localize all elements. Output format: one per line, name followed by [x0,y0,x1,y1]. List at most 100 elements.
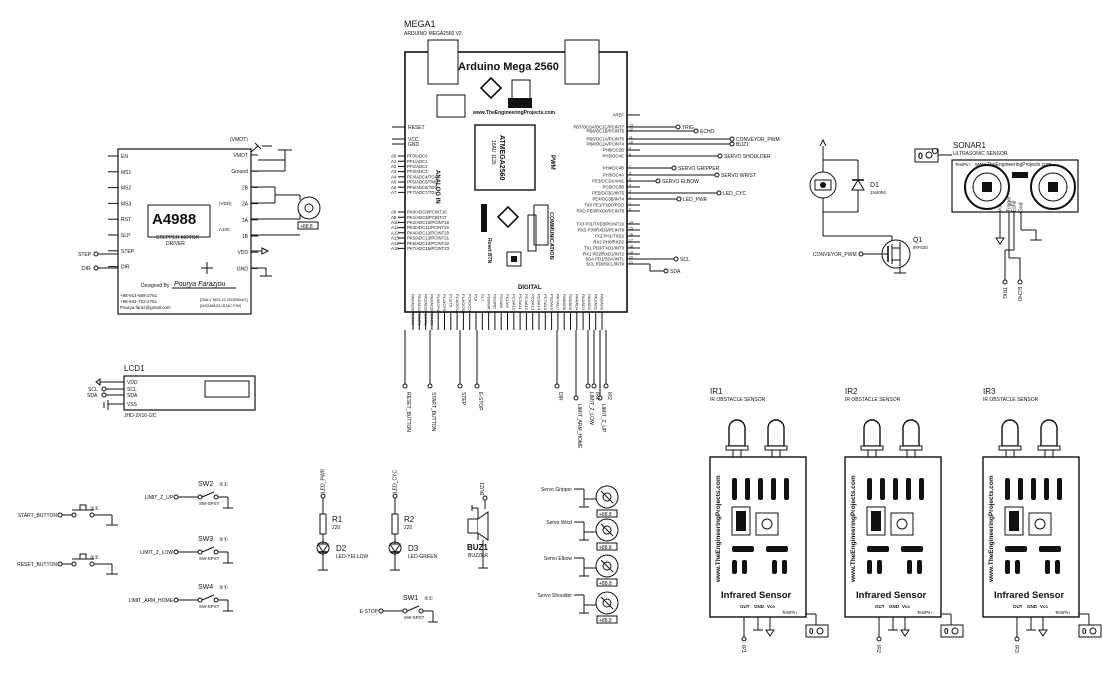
analog-pin-number: A11 [391,225,399,230]
driver-right-pin-label: 1A [242,218,249,224]
mega-right-pin-label: PB5/OC1A/PCINT5 [587,137,625,142]
mega-right-pin-number: 6 [629,172,631,176]
buzzer[interactable]: BUZ1 BUZ1 BUZZER [467,482,489,569]
ir-chip-core [1009,511,1019,531]
analog-pin-label: PF0/ADC0 [407,154,428,159]
mega-right-pin-number: 21 [629,261,633,265]
button-contact [71,561,77,567]
designer-phone-2: +98-531-702-2761 [120,299,158,304]
ir-out-terminal [1014,636,1020,642]
mega-right-pin-number: 15 [629,227,633,231]
servo-horn [600,523,614,537]
ir-testpin-value: 0 [809,627,814,636]
driver-a100: A100 [219,227,230,232]
ir-led-icon [863,419,881,447]
resistor-value: 220 [332,525,341,531]
switch-contact [402,608,408,614]
button-contact [89,512,95,518]
net-label-step: STEP [460,392,466,406]
mega-bottom-pin-label: PC7/A15 [543,294,548,311]
diode-part: 1N4004 [870,190,886,195]
switch-part: SW-SPST [199,604,220,609]
mega-bottom-pin-label: PL4/OC5B [461,294,466,313]
mega-bottom-pin-label: PG2/ALE [549,294,554,311]
ir-led-base [725,445,749,451]
usb-jack [427,39,459,85]
analog-pin-number: A13 [391,236,399,241]
servo-3[interactable]: Servo Elbow+88.8 [544,554,619,587]
servo-4[interactable]: Servo Shoulder+88.8 [538,591,619,624]
analog-pin-number: A0 [391,154,397,159]
sonar-pin-label: Echo [1012,200,1018,212]
ir-pad [893,478,898,500]
mega-bottom-net-labels: RESET_BUTTON START_BUTTON STEP E-STOP DI… [405,392,612,449]
button-net-terminal [57,561,63,567]
switch-pin-numbers: ②① [219,482,228,488]
mega-bottom-pin-label: PC1/A9 [505,294,510,309]
driver-right-pin-label: VDD [237,250,248,256]
mega-right-pin-label: PH6/OC2B [603,148,624,153]
mega-right-pin-label: PH4/OC4B [603,166,624,171]
ir-pad [867,560,872,574]
sonar-sensor[interactable]: SONAR1 ULTRASONIC SENSOR www.TheEngineer… [914,141,1079,302]
ir-testpin-dot [951,627,959,635]
driver-left-pin-label: STEP [121,249,135,255]
mega-right-pin-label: PG5/OC0B [603,185,625,190]
led-ref: D2 [336,544,347,553]
sonar-site: www.TheEngineeringProjects.com [975,162,1051,168]
servo-value: +88.8 [599,581,612,587]
analog-pin-number: A14 [391,241,399,246]
driver-chip [147,204,211,238]
ir-site: www.TheEngineeringProjects.com [715,475,722,583]
mega-bottom-pin-label: PC4/A12 [524,294,529,311]
conveyor-driver[interactable]: D1 1N4004 CONVEYOR_PWM Q1 IRF520 [809,138,928,274]
servo-2[interactable]: Servo Wrist+88.8 [546,518,619,551]
lcd-pin-label: VSS [127,402,138,408]
driver-desc-2: DRIVER [166,241,185,247]
ir-pad [782,560,787,574]
vmot-label: (VMOT) [230,137,248,143]
mega-bottom-pin-label: PA3/AD3/PCINT3 [430,294,435,326]
switch-lever-icon [406,605,420,612]
switch-contact [197,597,203,603]
switch-lever-icon [201,594,215,601]
servo-1[interactable]: Servo Gripper+88.8 [541,485,619,518]
button-contact [71,512,77,518]
ir-testpin-label: TestPin [782,610,797,615]
analog-pin-label: PF6/ADC6/TDO [407,185,438,190]
mega-right-pin-label: RX1 PD2/RXD1/INT2 [583,252,625,257]
ir-ref: IR3 [983,387,996,396]
net-label-servo-shoulder: SERVO SHOULDER [724,154,771,160]
net-label-dir: DIR [557,392,563,401]
ir-pad [1039,546,1061,552]
analog-pin-number: A5 [391,180,397,185]
analog-pin-label: PK6/ADC14/PCINT22 [407,241,450,246]
driver-left-pin-label: RST [121,217,131,223]
driver-left-pin-label: DIR [121,265,130,271]
ir-net-label: IR3 [1013,645,1019,653]
mega-right-pins: AREFPB7/OC0A/OC1C/PCINT7PB6/OC1B/PCINT6P… [573,113,640,267]
lcd-part: JHD-2X16-I2C [124,413,157,419]
analog-pin-label: PK7/ADC15/PCINT23 [407,246,450,251]
ir-testpin-label: TestPin [917,610,932,615]
resistor-icon [319,513,327,535]
arduino-mega[interactable]: MEGA1 ARDUINO MEGA2560 V2 Arduino Mega 2… [391,19,640,330]
ir-led-icon [728,419,746,447]
analog-pin-label: PK4/ADC12/PCINT20 [407,230,450,235]
